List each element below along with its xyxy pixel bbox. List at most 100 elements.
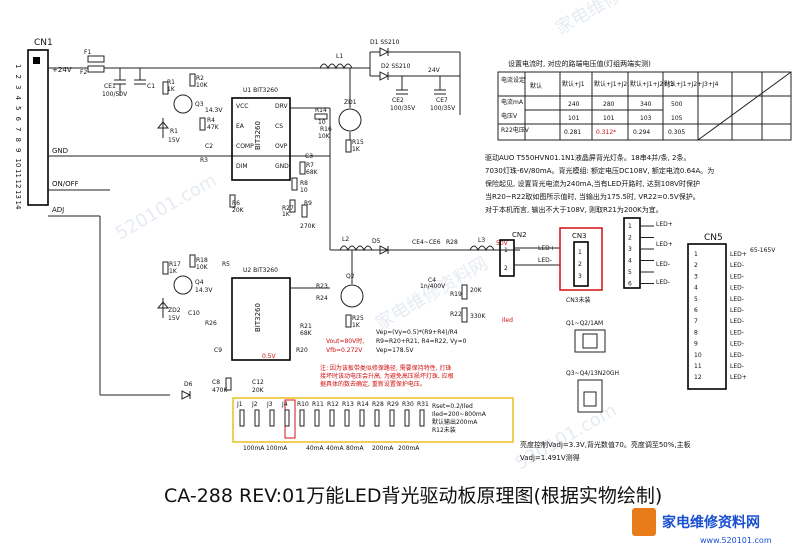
svg-text:VCC: VCC	[236, 103, 248, 110]
jumper-label: J2	[251, 401, 258, 408]
brightness-note: Vadj=1.491V测得	[520, 453, 580, 462]
table-cell: 101	[568, 115, 580, 122]
jumper-resistor	[374, 409, 380, 427]
q1-section: R1 1K R2 10K Q3 R1 15V 14.3V R4 47K C2 R…	[156, 73, 223, 164]
jumper-resistor	[239, 409, 245, 427]
cn5-pin: 7	[694, 318, 698, 325]
ce1-label: CE1	[104, 83, 116, 90]
red-note: 注: 因为该板带类似修保路径, 需要保持特性, 灯珠	[320, 364, 452, 372]
svg-text:DIM: DIM	[236, 163, 248, 170]
q2-label: Q4	[195, 279, 204, 286]
fuse-f2-label: F2	[80, 69, 87, 76]
jumper-current: 200mA	[372, 445, 394, 452]
cn4-net: LED+	[656, 221, 673, 228]
r24-label: R24	[316, 295, 328, 302]
cn4-pin: 3	[628, 246, 632, 253]
watermark: 家电维修资料网	[552, 0, 672, 39]
r5-label: R5	[222, 261, 230, 268]
jumper-resistor	[314, 409, 320, 427]
r6-label: R7	[306, 162, 314, 169]
jumper-label: R30	[402, 401, 414, 408]
r26-value: 1K	[352, 322, 361, 329]
cn1-pin: 4	[14, 96, 22, 101]
cn5-pin: 1	[694, 251, 698, 258]
table-header: 默认+J1+J2+J3+J4	[664, 80, 719, 88]
boost-top: L1 D1 SS210 D2 SS210 24V CE2 100/35V CE7…	[319, 39, 461, 115]
cn2-pin: 2	[504, 265, 508, 272]
r17-label: R17	[169, 261, 181, 268]
r6-value: 68K	[306, 169, 319, 176]
jumper-resistor	[299, 409, 305, 427]
l3-label: L3	[478, 237, 485, 244]
ce2-label: CE2	[392, 97, 404, 104]
table-cell-highlight: 0.312*	[596, 129, 616, 136]
ce4-ce6-label: CE4~CE6	[412, 239, 441, 246]
jumper-label: J4	[281, 401, 288, 408]
cn5-net: LED-	[730, 262, 744, 269]
r19-value: 470K	[212, 387, 228, 394]
brightness-note: 亮度控制Vadj=3.3V,背光数值70。亮度调至50%,主板	[520, 440, 691, 449]
vout-note: Vout=80V时,	[326, 337, 364, 345]
r19-label: C8	[212, 379, 220, 386]
cn4-pin: 5	[628, 269, 632, 276]
jumper-resistor	[404, 409, 410, 427]
r23-label: R21	[300, 323, 312, 330]
r20-label: R19	[450, 291, 462, 298]
logo-text: 家电维修资料网	[662, 514, 760, 531]
zd2-label: ZD2	[168, 307, 181, 314]
cn1-label: CN1	[34, 38, 53, 48]
cn5-net: LED-	[730, 273, 744, 280]
cn5-pin: 5	[694, 296, 698, 303]
cn2-pin: 1	[504, 247, 508, 254]
q3-section: R14 10 R16 10K ZD1 R15 1K	[314, 68, 364, 153]
cn1-pin: 12	[14, 180, 22, 189]
jumper-label: R29	[387, 401, 399, 408]
ce2-value: 100/35V	[390, 105, 416, 112]
table-cell: 105	[671, 115, 683, 122]
cn5-net: LED+	[730, 251, 747, 258]
v05-label: 0.5V	[262, 353, 277, 360]
c9-value: 1n/400V	[420, 283, 446, 290]
mosfet-notes: Q1~Q2/1AM Q3~Q4/13N20GH	[566, 320, 619, 413]
jumper-current: 200mA	[398, 445, 420, 452]
cn2-net: LED-	[538, 257, 552, 264]
zd2-value: 15V	[168, 315, 181, 322]
r6b-value: 1K	[282, 211, 291, 218]
table-rowlabel-voltage: 电压V	[501, 112, 518, 120]
r21-value: 330K	[470, 313, 486, 320]
r28-label: C12	[252, 379, 264, 386]
cn5-net: LED-	[730, 341, 744, 348]
cn5-pin: 2	[694, 262, 698, 269]
r3-label: R3	[200, 157, 208, 164]
jumper-resistor	[284, 409, 290, 427]
page-title: CA-288 REV:01万能LED背光驱动板原理图(根据实物绘制)	[164, 485, 662, 507]
table-cell: 101	[603, 115, 615, 122]
r16-label: R15	[352, 139, 364, 146]
net-adj: ADJ	[52, 206, 64, 214]
desc-line: 7030灯珠-6V/80mA。背光模组: 额定电压DC108V, 额定电流0.6…	[485, 166, 714, 175]
r1-value: 1K	[167, 86, 176, 93]
desc-line: 驱动AUO T550HVN01.1N1液晶屏背光灯条。18串4并/条, 2条。	[485, 153, 690, 162]
r5-c3-label: C3	[305, 153, 313, 160]
d6-label: D6	[184, 381, 193, 388]
cn3-pin: 2	[578, 261, 582, 268]
r27-label: R6	[232, 200, 240, 207]
u2-chip: U2 BIT3260 BIT3260 C9	[214, 267, 330, 361]
cn5-range: 65-165V	[750, 247, 776, 254]
c12-label: C10	[188, 310, 200, 317]
cn1-pin: 13	[14, 190, 22, 199]
cn1-pin: 1	[14, 64, 22, 68]
r27-value: 20K	[232, 207, 245, 214]
jumper-current: 80mA	[346, 445, 364, 452]
u1-text: BIT3260	[254, 121, 262, 150]
watermark: 520101.com	[512, 400, 620, 475]
jumper-label: R12	[327, 401, 339, 408]
r25-label: R23	[316, 283, 328, 290]
desc-line: 保险起见, 设置背光电流为240mA,当有LED开路时, 达到108V时保护	[485, 179, 700, 188]
ce1-value: 100/50V	[102, 91, 128, 98]
svg-text:GND: GND	[275, 163, 289, 170]
cn5-net: LED+	[730, 374, 747, 381]
l1-label: L1	[336, 53, 343, 60]
svg-text:DRV: DRV	[275, 103, 288, 110]
svg-text:EA: EA	[236, 123, 245, 130]
